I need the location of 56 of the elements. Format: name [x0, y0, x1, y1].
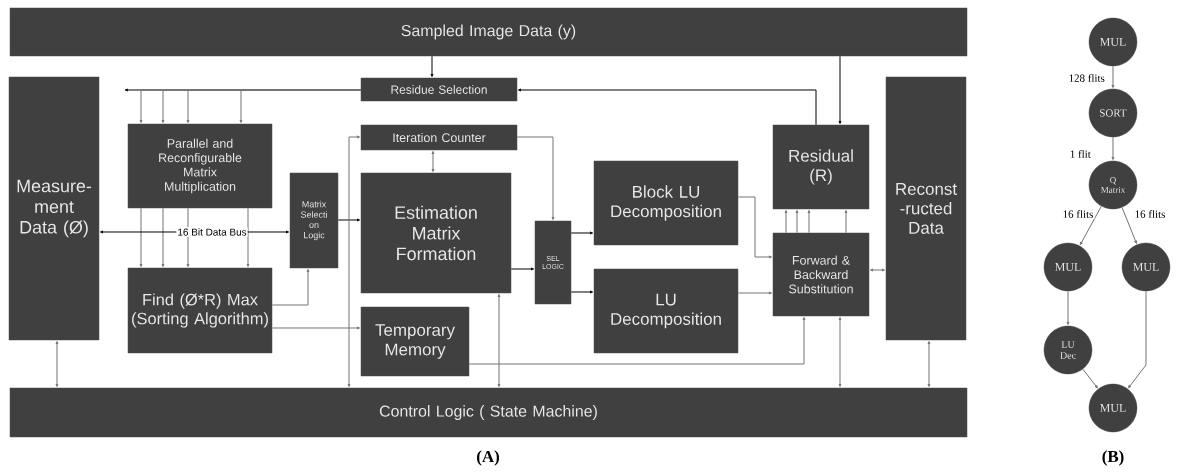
arrow	[1079, 205, 1102, 246]
block-box: Iteration Counter	[360, 124, 518, 151]
edge-label: 1 flit	[1068, 149, 1092, 159]
block-box: Forward & Backward Substitution	[772, 232, 870, 317]
arrow	[431, 150, 435, 173]
arrow	[161, 207, 165, 268]
arrow	[570, 290, 594, 294]
block-box: Parallel and Reconfigurable Matrix Multiplication	[127, 123, 273, 209]
arrow	[807, 209, 811, 234]
arrow	[838, 55, 842, 125]
arrow	[271, 326, 361, 330]
edge-label: 16 flits	[1061, 209, 1095, 219]
arrow	[570, 231, 594, 235]
block-box: Find (Ø*R) Max (Sorting Algorithm)	[127, 267, 273, 354]
block-box: Residual (R)	[772, 124, 870, 210]
block-box: Temporary Memory	[360, 306, 470, 377]
block-box: Estimation Matrix Formation	[360, 172, 512, 294]
arrow	[55, 340, 59, 388]
edge-label: 16 Bit Data Bus	[176, 227, 248, 237]
edge-label: 16 flits	[1133, 209, 1167, 219]
arrow	[1111, 136, 1115, 161]
block-box: LU Decomposition	[593, 268, 739, 354]
block-box: Measure- ment Data (Ø)	[8, 76, 100, 341]
arrow	[517, 88, 817, 126]
block-box: Matrix Selecti on Logic	[289, 172, 339, 269]
arrow	[927, 340, 931, 388]
arrow	[239, 89, 362, 124]
block-box: Control Logic ( State Machine)	[9, 387, 968, 438]
arrow	[838, 316, 842, 388]
arrow	[1121, 207, 1137, 244]
arrow	[430, 55, 434, 78]
edge-label: 128 flits	[1067, 73, 1106, 83]
arrow	[795, 209, 799, 234]
arrow	[844, 209, 848, 234]
arrow	[271, 268, 310, 306]
arrow	[246, 207, 250, 268]
arrow	[468, 316, 806, 365]
arrow	[497, 293, 501, 388]
arrow	[516, 136, 555, 221]
block-box: Block LU Decomposition	[593, 160, 739, 246]
arrow	[784, 209, 788, 234]
arrow	[1111, 65, 1115, 89]
arrow	[347, 135, 361, 388]
block-box: Sampled Image Data (y)	[9, 7, 968, 57]
arrow	[1066, 290, 1070, 326]
arrow	[737, 196, 773, 259]
block-box: Residue Selection	[360, 77, 518, 102]
arrow	[1082, 368, 1098, 389]
arrow	[869, 268, 886, 272]
panel-label: (B)	[1102, 450, 1124, 466]
arrow	[337, 218, 361, 222]
arrow	[737, 291, 773, 295]
arrow	[1128, 290, 1147, 389]
arrow	[510, 267, 535, 271]
arrow	[139, 207, 143, 268]
block-box: Reconst -ructed Data	[885, 76, 967, 341]
